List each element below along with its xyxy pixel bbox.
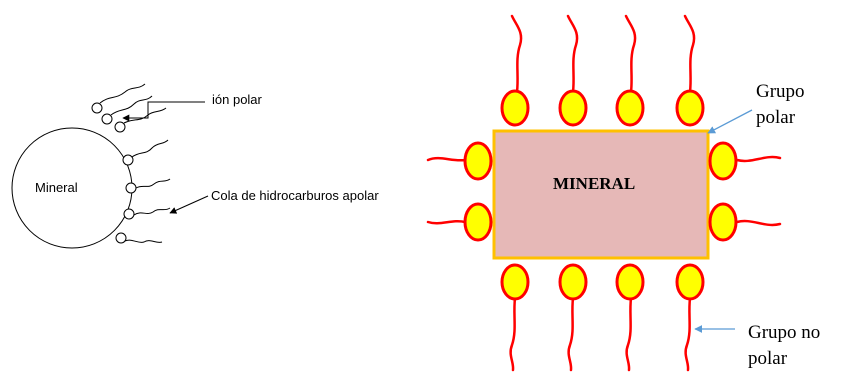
nonpolar-group-label-line2: polar: [748, 348, 788, 369]
right-tail: [737, 157, 780, 161]
top-tail: [512, 16, 521, 92]
polar-ion-label: ión polar: [212, 92, 263, 107]
hydrocarbon-tail: [136, 179, 170, 188]
bottom-tail: [569, 298, 573, 370]
polar-head-bottom: [502, 265, 528, 299]
hydrocarbon-tail: [124, 108, 166, 123]
left-tail: [428, 158, 465, 160]
polar-head-top: [677, 91, 703, 125]
left-mineral-diagram: [12, 84, 208, 248]
polar-head: [102, 114, 112, 124]
bottom-tail: [686, 298, 690, 370]
bottom-tail: [511, 298, 515, 370]
top-tail: [685, 16, 694, 92]
right-tail: [737, 221, 780, 225]
tail-label: Cola de hidrocarburos apolar: [211, 188, 379, 203]
polar-group-pointer: [708, 110, 752, 133]
left-mineral-label: Mineral: [35, 180, 78, 195]
polar-head-bottom: [617, 265, 643, 299]
polar-head-top: [502, 91, 528, 125]
polar-ion-pointer: [123, 102, 205, 118]
polar-head: [92, 103, 102, 113]
polar-head-top: [560, 91, 586, 125]
mineral-core: [494, 131, 708, 258]
right-mineral-diagram: [428, 16, 780, 370]
hydrocarbon-tail: [132, 140, 168, 157]
polar-head-left: [465, 204, 491, 240]
polar-head: [116, 233, 126, 243]
polar-head-right: [710, 204, 736, 240]
polar-head-left: [465, 143, 491, 179]
polar-head-bottom: [677, 265, 703, 299]
hydrocarbon-tail: [134, 208, 170, 215]
polar-head: [124, 209, 134, 219]
left-tail: [428, 221, 465, 223]
polar-head: [115, 122, 125, 132]
polar-head-bottom: [560, 265, 586, 299]
hydrocarbon-tail: [125, 240, 162, 242]
hydrocarbon-tail: [100, 84, 145, 103]
hydrocarbon-tail: [111, 96, 152, 115]
bottom-tail: [627, 298, 631, 370]
polar-head-top: [617, 91, 643, 125]
polar-head-right: [710, 143, 736, 179]
top-tail: [626, 16, 635, 92]
polar-head: [123, 155, 133, 165]
top-tail: [568, 16, 577, 92]
polar-head: [126, 183, 136, 193]
polar-group-label-line1: Grupo: [756, 81, 805, 102]
polar-group-label-line2: polar: [756, 107, 796, 128]
tail-pointer: [170, 196, 208, 213]
nonpolar-group-label-line1: Grupo no: [748, 322, 820, 343]
right-mineral-label: MINERAL: [553, 174, 635, 193]
